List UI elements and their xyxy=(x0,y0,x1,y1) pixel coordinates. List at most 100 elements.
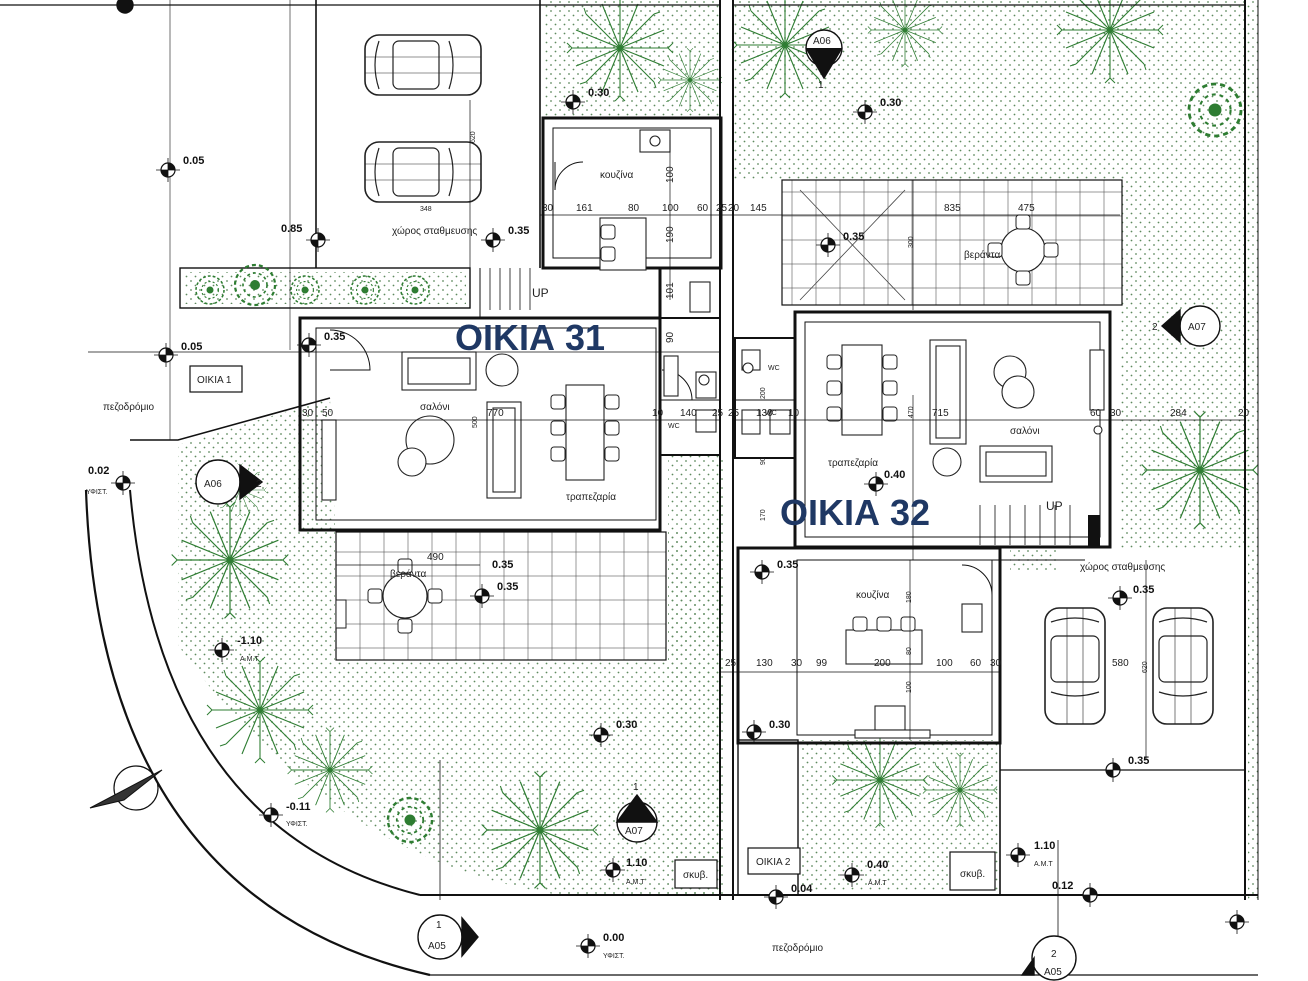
level-label: 0.30 xyxy=(769,719,790,731)
dim-label: 130 xyxy=(756,408,773,419)
level-label: 0.35 xyxy=(492,559,513,571)
dim-label: 170 xyxy=(760,509,767,521)
level-label: Α.Μ.Τ xyxy=(1034,861,1053,868)
dim-label: 620 xyxy=(470,131,477,143)
level-label: 0.40 xyxy=(867,859,888,871)
stairs-up-31: UP xyxy=(532,286,549,300)
level-label: 0.30 xyxy=(616,719,637,731)
dim-label: 145 xyxy=(750,203,767,214)
house-31-veranda xyxy=(335,531,667,661)
level-label: 0.35 xyxy=(497,581,518,593)
dim-label: 30 xyxy=(791,658,803,669)
dim-label: 80 xyxy=(628,203,640,214)
house-31-furniture xyxy=(321,129,717,501)
section-a07-bottom: A07 xyxy=(625,826,643,837)
house-label-32: ΟΙΚΙΑ 32 xyxy=(780,492,930,533)
level-label: 0.05 xyxy=(183,155,204,167)
room-wc-31: WC xyxy=(668,423,680,430)
dim-label: 25 xyxy=(712,408,724,419)
garden-areas xyxy=(178,0,1258,900)
dim-label: 50 xyxy=(322,408,334,419)
room-storage-31: σκυβ. xyxy=(683,870,708,881)
dim-label: 20 xyxy=(1238,408,1250,419)
dim-label: 140 xyxy=(680,408,697,419)
section-a06-left: A06 xyxy=(204,479,222,490)
level-label: 0.02 xyxy=(88,465,109,477)
room-parking-32: χώρος σταθμευσης xyxy=(1080,561,1165,573)
dim-label: 470 xyxy=(908,406,915,418)
dim-label: 60 xyxy=(970,658,982,669)
level-label: 0.30 xyxy=(588,87,609,99)
section-a05-right-num: 2 xyxy=(1051,949,1057,960)
section-a05-right: A05 xyxy=(1044,967,1062,978)
dim-label: 30 xyxy=(990,658,1002,669)
dim-label: 300 xyxy=(908,236,915,248)
level-label: Α.Μ.Τ xyxy=(868,880,887,887)
level-label: 0.05 xyxy=(181,341,202,353)
dim-label: 620 xyxy=(1142,661,1149,673)
level-label: 0.30 xyxy=(880,97,901,109)
dim-label: 500 xyxy=(472,416,479,428)
room-dining-31: τραπεζαρία xyxy=(566,491,616,503)
label-oikia-1: ΟΙΚΙΑ 1 xyxy=(197,375,232,386)
level-label: 0.35 xyxy=(324,331,345,343)
room-living-32: σαλόνι xyxy=(1010,425,1040,437)
level-label: 0.40 xyxy=(884,469,905,481)
dim-label: 835 xyxy=(944,203,961,214)
planter-31 xyxy=(179,267,471,309)
dim-label: 99 xyxy=(816,658,828,669)
room-veranda-31: βεράντα xyxy=(390,568,426,580)
room-wc-32a: WC xyxy=(768,365,780,372)
dim-label: 475 xyxy=(1018,203,1035,214)
level-label: 0.35 xyxy=(777,559,798,571)
section-a06-top: A06 xyxy=(813,36,831,47)
level-label: 0.35 xyxy=(1128,755,1149,767)
sidewalk-bottom: πεζοδρόμιο xyxy=(772,942,823,954)
room-kitchen-32: κουζίνα xyxy=(856,589,890,601)
house-32-walls xyxy=(734,310,1112,896)
level-labels: 0.05 0.85 0.35 0.30 0.30 0.35 0.35 0.05 … xyxy=(86,87,1154,960)
level-label: 0.35 xyxy=(1133,584,1154,596)
north-arrow-icon xyxy=(89,765,163,811)
dim-label: 60 xyxy=(697,203,709,214)
sidewalk-left: πεζοδρόμιο xyxy=(103,401,154,413)
dim-label: 20 xyxy=(728,203,740,214)
section-labels: A06 1 A06 2 A07 2 A07 1 A05 1 A05 2 xyxy=(204,36,1206,978)
dim-label: 10 xyxy=(652,408,664,419)
room-living-31: σαλόνι xyxy=(420,401,450,413)
dim-label: 348 xyxy=(420,206,432,213)
dim-label: 180 xyxy=(906,591,913,603)
dim-label: 770 xyxy=(487,408,504,419)
level-label: Α.Μ.Τ xyxy=(626,879,645,886)
level-label: 0.12 xyxy=(1052,880,1073,892)
level-label: 0.04 xyxy=(791,883,813,895)
dimension-labels: 30 161 80 100 60 25 20 145 835 475 100 1… xyxy=(302,131,1250,693)
dim-label: 25 xyxy=(716,203,728,214)
dim-label: 25 xyxy=(725,658,737,669)
dim-label: 161 xyxy=(576,203,593,214)
level-label: 0.85 xyxy=(281,223,302,235)
level-label: -1.10 xyxy=(237,635,262,647)
level-label: -0.11 xyxy=(286,801,310,813)
room-wc-32b: WC xyxy=(765,410,777,417)
dim-label: 715 xyxy=(932,408,949,419)
dim-label: 90 xyxy=(760,457,767,465)
dim-label: 200 xyxy=(760,387,767,399)
dim-label: 100 xyxy=(662,203,679,214)
level-label: 1.10 xyxy=(1034,840,1055,852)
room-parking-31: χώρος σταθμευσης xyxy=(392,225,477,237)
level-label: ΥΦΙΣΤ. xyxy=(286,821,308,828)
section-a07-right: A07 xyxy=(1188,322,1206,333)
dim-label: 130 xyxy=(756,658,773,669)
room-dining-32: τραπεζαρία xyxy=(828,457,878,469)
dim-label: 284 xyxy=(1170,408,1187,419)
level-label: 0.00 xyxy=(603,932,624,944)
dim-label: 100 xyxy=(936,658,953,669)
dim-label: 30 xyxy=(1110,408,1122,419)
section-a05-left: A05 xyxy=(428,941,446,952)
dim-label: 490 xyxy=(427,552,444,563)
section-a06-top-num: 1 xyxy=(818,80,824,91)
dim-label: 100 xyxy=(906,681,913,693)
section-a06-left-num: 2 xyxy=(256,479,262,490)
